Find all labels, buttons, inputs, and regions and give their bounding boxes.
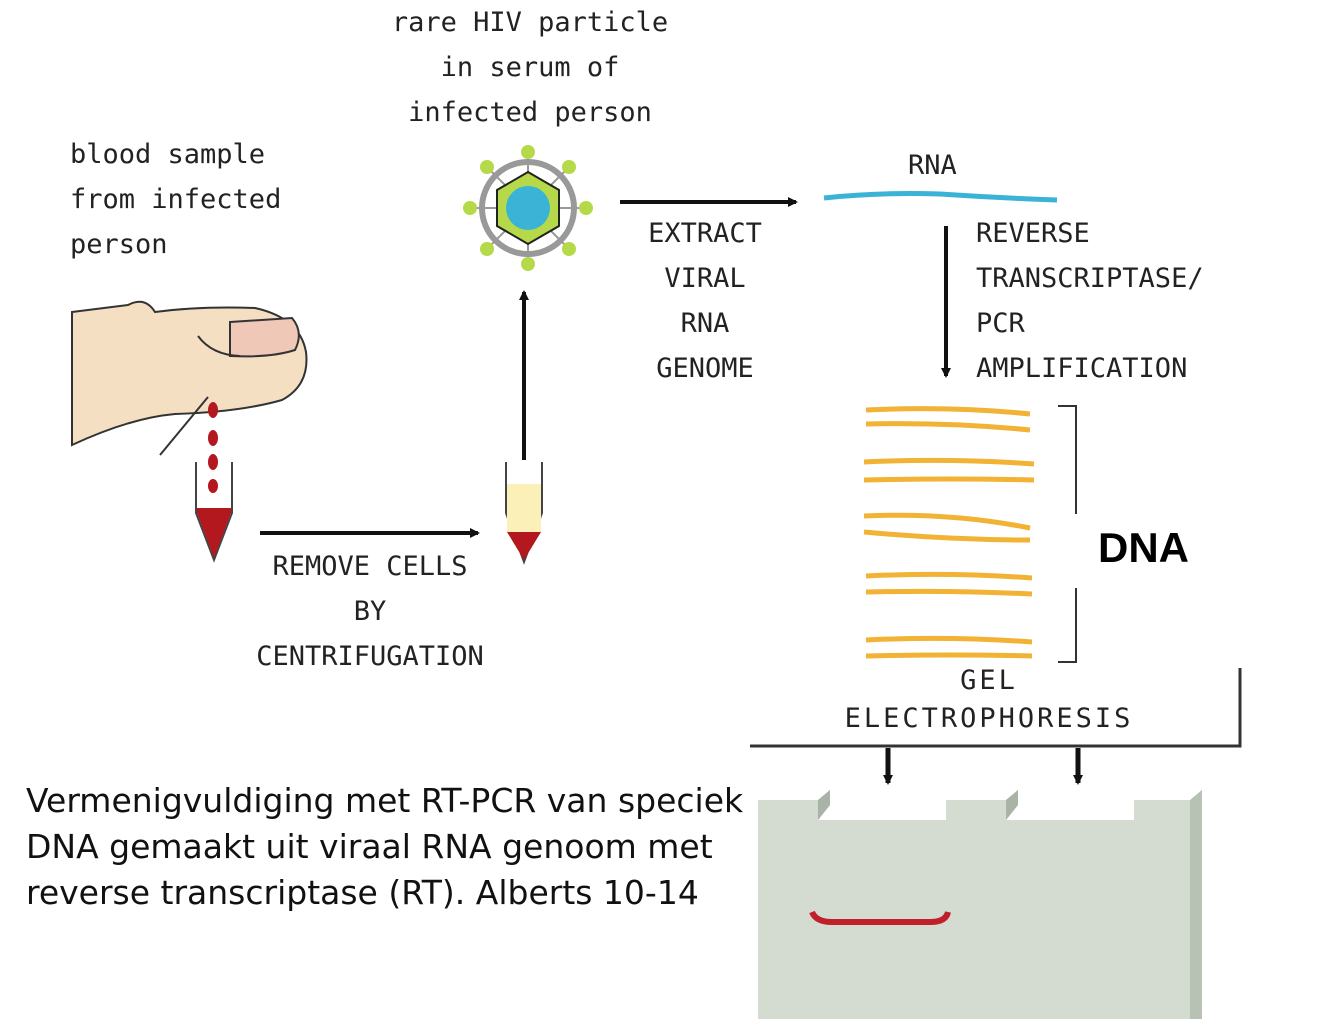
hiv-particle-icon: [463, 145, 593, 271]
gel-electrophoresis-label: GEL ELECTROPHORESIS: [844, 665, 1134, 734]
virus-core: [506, 186, 550, 230]
dna-strands: [863, 406, 1035, 659]
fingernail: [229, 316, 300, 358]
blood-sample-label: blood sample from infected person: [70, 139, 282, 260]
finger-illustration: [71, 300, 308, 493]
reverse-transcriptase-label: REVERSE TRANSCRIPTASE/ PCR AMPLIFICATION: [976, 218, 1204, 384]
gel-band: [809, 910, 951, 925]
dna-label: DNA: [1098, 524, 1189, 571]
rna-label: RNA: [908, 150, 957, 181]
dna-bracket: [1058, 405, 1077, 663]
hiv-particle-label: rare HIV particle in serum of infected p…: [391, 7, 669, 128]
serum-tube: [505, 462, 543, 565]
blood-fill: [197, 508, 231, 558]
extract-label: EXTRACT VIRAL RNA GENOME: [648, 218, 762, 384]
pellet-fill: [507, 532, 541, 560]
rna-strand: [823, 191, 1058, 203]
lancet: [159, 396, 209, 456]
gel-slab: [758, 790, 1202, 1019]
figure-caption: Vermenigvuldiging met RT-PCR van speciek…: [26, 781, 744, 912]
serum-fill: [507, 484, 541, 532]
blood-tube: [195, 462, 233, 563]
gel-frame: [750, 668, 1242, 748]
remove-cells-label: REMOVE CELLS BY CENTRIFUGATION: [256, 551, 484, 672]
blood-drops: [208, 402, 218, 493]
